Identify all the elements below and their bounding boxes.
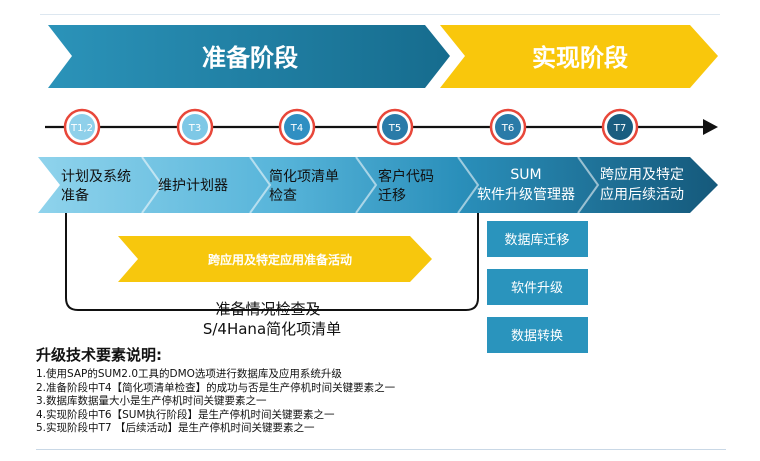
upgrade-notes: 升级技术要素说明: 1.使用SAP的SUM2.0工具的DMO选项进行数据库及应用… — [36, 344, 736, 436]
note-item-4: 4.实现阶段中T6【SUM执行阶段】是生产停机时间关键要素之一 — [36, 408, 335, 421]
prep-phase-arrow — [48, 25, 450, 88]
bottom-divider — [36, 449, 726, 450]
sub-box-software-upgrade: 软件升级 — [487, 269, 588, 305]
step-sum-line2: 软件升级管理器 — [477, 187, 575, 203]
step-followup-line1: 跨应用及特定 — [600, 166, 684, 183]
sub-box-db-migration-label: 数据库迁移 — [504, 232, 569, 248]
step-separators — [141, 156, 600, 214]
step-plan-prep-line2: 准备 — [61, 187, 89, 204]
prep-phase-label: 准备阶段 — [202, 44, 298, 72]
top-divider — [40, 14, 720, 15]
impl-phase-label: 实现阶段 — [532, 44, 628, 72]
node-t7-label: T7 — [613, 123, 626, 134]
sub-box-software-upgrade-label: 软件升级 — [511, 281, 563, 296]
step-simplification-check-line1: 简化项清单 — [269, 168, 339, 185]
note-item-2: 2.准备阶段中T4【简化项清单检查】的成功与否是生产停机时间关键要素之一 — [36, 381, 396, 394]
step-simplification-check-line2: 检查 — [269, 188, 297, 204]
prep-activities-label: 跨应用及特定应用准备活动 — [208, 252, 352, 267]
node-t1-2-label: T1,2 — [70, 123, 93, 134]
note-item-1: 1.使用SAP的SUM2.0工具的DMO选项进行数据库及应用系统升级 — [36, 368, 342, 380]
step-custom-code-line2: 迁移 — [378, 188, 406, 204]
note-item-3: 3.数据库数据量大小是生产停机时间关键要素之一 — [36, 395, 267, 408]
node-t5-label: T5 — [388, 123, 401, 134]
step-sum-line1: SUM — [510, 167, 541, 183]
sub-box-data-conversion-label: 数据转换 — [511, 329, 563, 344]
node-t3-label: T3 — [188, 123, 201, 134]
node-t6: T6 — [489, 108, 527, 146]
node-t3: T3 — [176, 108, 214, 146]
step-custom-code-line1: 客户代码 — [378, 168, 434, 185]
node-t7: T7 — [601, 108, 639, 146]
prep-bracket — [65, 213, 479, 311]
sub-box-data-conversion: 数据转换 — [487, 317, 588, 353]
readiness-check-line2: S/4Hana简化项清单 — [203, 320, 341, 338]
node-t4: T4 — [278, 108, 316, 146]
prep-activities-ribbon — [118, 236, 432, 282]
sub-box-db-migration: 数据库迁移 — [487, 221, 588, 257]
node-t1-2: T1,2 — [63, 108, 101, 146]
node-t6-label: T6 — [501, 123, 514, 134]
note-item-5: 5.实现阶段中T7 【后续活动】是生产停机时间关键要素之一 — [36, 422, 315, 435]
readiness-check-line1: 准备情况检查及 — [215, 300, 320, 318]
timeline-arrowhead — [703, 119, 718, 135]
notes-title: 升级技术要素说明: — [36, 346, 162, 364]
node-t4-label: T4 — [290, 123, 303, 134]
step-followup-line2: 应用后续活动 — [600, 186, 684, 203]
impl-phase-arrow — [440, 25, 718, 88]
node-t5: T5 — [376, 108, 414, 146]
steps-band — [38, 157, 718, 213]
step-maintenance-planner: 维护计划器 — [158, 178, 228, 194]
step-plan-prep-line1: 计划及系统 — [61, 169, 131, 185]
